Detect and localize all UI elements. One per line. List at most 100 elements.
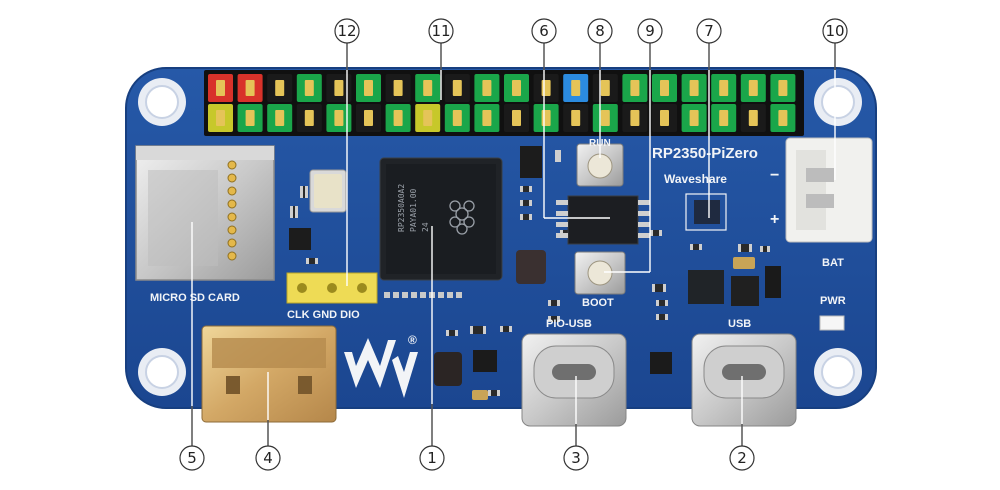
psram-pin [556, 233, 568, 238]
gpio-pin [296, 104, 322, 132]
psram-chip [556, 195, 650, 245]
gpio-pin [237, 104, 263, 132]
psram-pin [638, 200, 650, 205]
gpio-pin [533, 74, 559, 102]
gpio-pin [267, 74, 293, 102]
capacitor-right [733, 257, 755, 269]
gpio-pin [740, 74, 766, 102]
callout-8: 8 [587, 18, 613, 44]
board-title: RP2350-PiZero [652, 145, 758, 162]
inductor-bottom [434, 352, 462, 386]
callout-6: 6 [531, 18, 557, 44]
passive [656, 314, 668, 320]
mounting-holes [138, 78, 862, 396]
small-chip-right [765, 266, 781, 298]
battery-connector [785, 137, 873, 243]
psram-pin [638, 222, 650, 227]
sd-contact [227, 160, 237, 170]
gpio-pin [504, 74, 529, 102]
sd-card-label: MICRO SD CARD [150, 292, 240, 304]
gpio-pin [385, 104, 411, 132]
callout-3-number: 3 [571, 449, 581, 467]
gpio-pin [592, 74, 618, 102]
brand-label: Waveshare [664, 172, 727, 186]
gpio-pin [356, 74, 381, 102]
callout-leaders-dark [191, 43, 836, 446]
test-pads [384, 292, 462, 298]
callout-5-number: 5 [187, 449, 197, 467]
gpio-pin [237, 74, 263, 102]
psram-pin [638, 233, 650, 238]
gpio-pin [504, 104, 529, 132]
callout-5: 5 [179, 445, 205, 471]
passive [656, 300, 668, 306]
capacitor-bottom [472, 390, 488, 400]
gpio-pin [533, 104, 559, 132]
passive [446, 330, 458, 336]
callout-3: 3 [563, 445, 589, 471]
debug-header [286, 272, 378, 304]
small-ic-top [520, 146, 542, 178]
callout-12-number: 12 [337, 22, 356, 40]
boot-button[interactable] [574, 251, 626, 295]
battery-plus-label: + [770, 211, 779, 228]
passive [488, 390, 500, 396]
waveshare-logo-icon [344, 338, 418, 398]
gpio-pin [563, 104, 589, 132]
test-pad [402, 292, 408, 298]
gpio-pin [770, 104, 796, 132]
run-button[interactable] [576, 143, 624, 187]
chip-marking-line-3: 24 [421, 222, 430, 232]
callout-2: 2 [729, 445, 755, 471]
gpio-pin [740, 104, 766, 132]
psram-pin [638, 211, 650, 216]
usb-connector [691, 333, 797, 427]
psram-pin [556, 211, 568, 216]
test-pad [447, 292, 453, 298]
gpio-pin [652, 104, 677, 132]
test-pad [384, 292, 390, 298]
test-pad [411, 292, 417, 298]
test-pad [438, 292, 444, 298]
sd-contact [227, 251, 237, 261]
passive [290, 206, 298, 218]
callout-7: 7 [696, 18, 722, 44]
gpio-header [204, 70, 804, 136]
gpio-pin [592, 104, 618, 132]
sd-contact [227, 212, 237, 222]
chip-marking-line-1: RP2350A0A2 [397, 184, 406, 232]
callout-1-number: 1 [427, 449, 437, 467]
passive [548, 300, 560, 306]
callout-10-number: 10 [825, 22, 844, 40]
gpio-pin [622, 104, 648, 132]
passive [500, 326, 512, 332]
gpio-pin [444, 104, 470, 132]
gpio-pin [681, 74, 707, 102]
sd-contact [227, 186, 237, 196]
callout-6-number: 6 [539, 22, 549, 40]
passive [300, 186, 308, 198]
passive [306, 258, 318, 264]
passive [690, 244, 702, 250]
gpio-pin [415, 104, 441, 132]
battery-label: BAT [822, 257, 844, 269]
callout-7-number: 7 [704, 22, 714, 40]
pio-usb-label: PIO-USB [546, 318, 592, 330]
callout-10: 10 [822, 18, 848, 44]
gpio-pin [681, 104, 707, 132]
gpio-pin [208, 74, 233, 102]
callout-11-number: 11 [431, 22, 450, 40]
passive [555, 150, 561, 162]
raspberry-logo-icon [449, 200, 475, 235]
callout-1: 1 [419, 445, 445, 471]
registered-mark: ® [408, 333, 417, 347]
gpio-pin [474, 104, 500, 132]
test-pad [456, 292, 462, 298]
psram-pin [556, 200, 568, 205]
boot-label: BOOT [582, 297, 614, 309]
passive [652, 284, 666, 292]
gpio-pin [267, 104, 293, 132]
sd-contact [227, 225, 237, 235]
psram-pin [556, 222, 568, 227]
